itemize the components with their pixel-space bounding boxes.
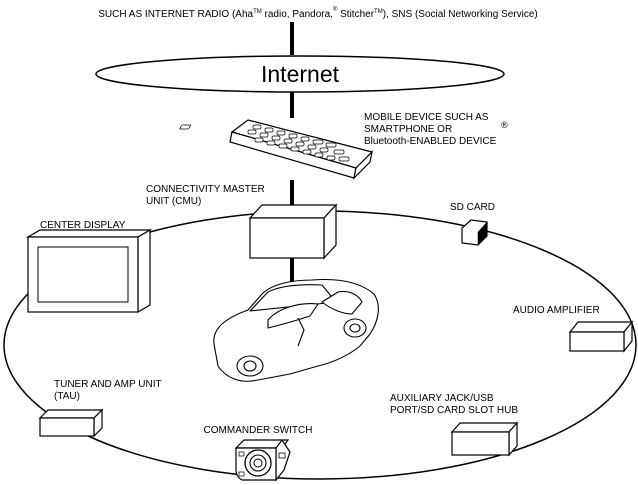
svg-text:UNIT (CMU): UNIT (CMU) bbox=[146, 196, 201, 207]
svg-text:TUNER AND AMP UNIT: TUNER AND AMP UNIT bbox=[54, 379, 162, 390]
internet-label: Internet bbox=[261, 61, 340, 87]
sd-card-icon bbox=[461, 219, 488, 246]
display-icon bbox=[25, 228, 153, 314]
audio-amplifier-label: AUDIO AMPLIFIER bbox=[513, 305, 600, 316]
svg-text:®: ® bbox=[501, 120, 508, 130]
tau-box-icon bbox=[38, 408, 104, 438]
cmu-label: CONNECTIVITY MASTER UNIT (CMU) bbox=[146, 184, 265, 207]
commander-knob-icon bbox=[234, 438, 291, 482]
svg-text:MOBILE DEVICE SUCH AS: MOBILE DEVICE SUCH AS bbox=[364, 112, 489, 123]
aux-hub-label: AUXILIARY JACK/USB PORT/SD CARD SLOT HUB bbox=[390, 393, 518, 416]
header-text: SUCH AS INTERNET RADIO (AhaTM radio, Pan… bbox=[98, 6, 538, 20]
svg-text:PORT/SD CARD SLOT HUB: PORT/SD CARD SLOT HUB bbox=[390, 405, 518, 416]
sd-card-label: SD CARD bbox=[450, 202, 495, 213]
hub-box-icon bbox=[450, 421, 519, 457]
svg-text:SMARTPHONE OR: SMARTPHONE OR bbox=[364, 124, 452, 135]
internet-cloud bbox=[95, 55, 505, 93]
commander-switch-label: COMMANDER SWITCH bbox=[204, 425, 313, 436]
amplifier-box-icon bbox=[568, 320, 634, 353]
center-display-label: CENTER DISPLAY bbox=[40, 220, 126, 231]
cmu-box-icon bbox=[248, 203, 338, 260]
car-icon bbox=[213, 279, 379, 382]
svg-text:Bluetooth-ENABLED DEVICE: Bluetooth-ENABLED DEVICE bbox=[364, 136, 497, 147]
svg-text:AUXILIARY JACK/USB: AUXILIARY JACK/USB bbox=[390, 393, 494, 404]
svg-text:CONNECTIVITY MASTER: CONNECTIVITY MASTER bbox=[146, 184, 265, 195]
svg-text:(TAU): (TAU) bbox=[54, 391, 80, 402]
smartphone-icon bbox=[179, 119, 374, 180]
mobile-device-label: MOBILE DEVICE SUCH AS SMARTPHONE OR Blue… bbox=[364, 112, 508, 147]
tau-label: TUNER AND AMP UNIT (TAU) bbox=[54, 379, 162, 402]
